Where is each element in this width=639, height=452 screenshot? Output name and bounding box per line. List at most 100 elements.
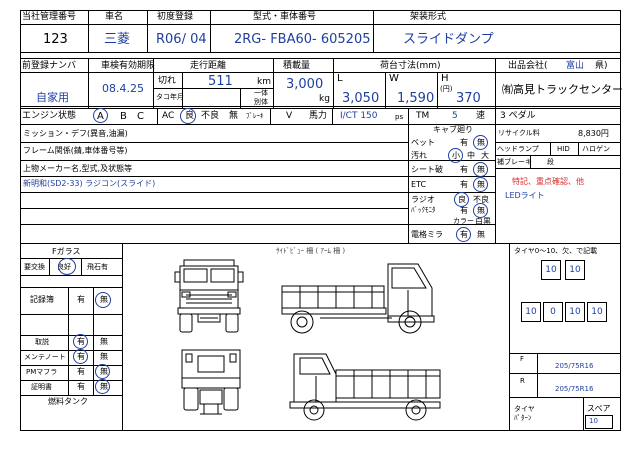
label-inspection: 車検有効期限 — [101, 61, 156, 71]
frame-bottom — [20, 430, 621, 431]
cab-title: キャブ廻り — [433, 125, 473, 134]
vline — [437, 72, 438, 108]
vline — [88, 58, 89, 108]
label-record: 記録簿 — [30, 295, 54, 304]
label-seller-suffix: 県) — [595, 61, 608, 71]
truck-side-dump-icon — [281, 263, 435, 334]
label-maint: メンテノート — [24, 353, 66, 361]
vline — [122, 243, 123, 431]
circle-mark — [95, 364, 110, 379]
label-ac: AC — [162, 111, 175, 121]
vline — [373, 10, 374, 53]
vline — [332, 108, 333, 124]
hline — [408, 176, 495, 177]
hline — [408, 192, 495, 193]
hline — [408, 224, 495, 225]
vline — [530, 155, 531, 168]
label-fglass: Fガラス — [52, 247, 81, 256]
hline — [20, 350, 122, 351]
ac-bad: 不良 — [201, 111, 220, 121]
special-title: 特記、重点確認、他 — [512, 177, 584, 186]
vline — [88, 10, 89, 53]
vline — [49, 258, 50, 275]
hline — [20, 52, 621, 53]
cab-label-color: カラー — [453, 217, 474, 225]
circle-mark — [58, 258, 76, 275]
hline — [20, 243, 621, 244]
hline — [20, 287, 122, 288]
label-frame: フレーム関係(錆,車体番号等) — [23, 146, 128, 155]
body-type-value: スライドダンプ — [403, 32, 494, 47]
tyre-rear-1: 10 — [521, 302, 541, 322]
hline — [20, 395, 122, 396]
label-maker: 車名 — [105, 12, 124, 22]
label-mission: ミッション・デフ(異音,油漏) — [23, 129, 128, 138]
seller-value: ㈲高見トラックセンター — [502, 83, 623, 96]
label-cert: 証明書 — [31, 383, 52, 391]
fglass-replace: 要交換 — [24, 263, 45, 271]
label-pattern: タイヤ — [514, 405, 535, 413]
prev-plate-value: 自家用 — [36, 91, 69, 104]
truck-front-icon — [174, 259, 244, 333]
grade-c: C — [137, 111, 144, 122]
record-yes: 有 — [77, 295, 85, 304]
vline — [509, 243, 510, 431]
vline — [495, 124, 496, 244]
cab-radio-bad: 不良 — [473, 195, 489, 204]
truck-rear-icon — [181, 349, 241, 415]
cab-monitor-yes: 有 — [460, 206, 468, 215]
vline — [93, 287, 94, 395]
fglass-chip: 飛石有 — [87, 263, 108, 271]
label-F: F — [520, 355, 525, 363]
diagram-caption: ｻｲﾄﾞﾋﾞｭｰ 柵 ( ｱｰﾑ 柵 ) — [276, 247, 346, 255]
R-size: 205/75R16 — [555, 385, 594, 393]
label-headlamp: ヘッドランプ — [497, 145, 539, 153]
hline — [20, 380, 122, 381]
label-fuel: 燃料タンク — [48, 397, 88, 406]
label-upper: 上物メーカー名,型式,及状態等 — [23, 164, 133, 173]
vline — [270, 108, 271, 124]
label-V: V — [286, 111, 293, 121]
cab-label-etc: ETC — [411, 180, 427, 189]
cab-label-dirt: 汚れ — [411, 151, 427, 160]
hline — [20, 58, 621, 59]
hline — [495, 155, 621, 156]
manual-no: 無 — [100, 337, 108, 346]
hline — [20, 208, 408, 209]
vline — [408, 108, 409, 124]
label-hp: 馬力 — [309, 111, 328, 121]
hline — [20, 142, 408, 143]
label-engine: エンジン状態 — [22, 111, 77, 121]
frame-right — [620, 10, 621, 431]
cab-etc-yes: 有 — [460, 180, 468, 189]
circle-mark — [473, 203, 488, 218]
vline — [68, 287, 69, 395]
upper-value: 新明和(SD2-33) ラジコン(スライド) — [23, 179, 156, 188]
cab-dirt-mid: 中 — [467, 151, 475, 160]
ict-value: I/CT 150 — [340, 111, 378, 121]
label-mileage: 走行距離 — [190, 61, 227, 71]
hline — [20, 314, 122, 315]
L-value: 3,050 — [342, 91, 380, 106]
label-seller: 出品会社( — [508, 61, 548, 71]
label-mgmt-no: 当社管理番号 — [22, 12, 77, 22]
hline — [495, 142, 621, 143]
vline — [333, 58, 334, 108]
frame-left — [20, 10, 21, 431]
hline — [20, 124, 621, 125]
label-hid: HID — [557, 145, 570, 153]
label-meter: タコ年月 — [156, 93, 184, 101]
hline — [509, 373, 621, 374]
circle-mark — [473, 177, 488, 192]
spare-value: 10 — [589, 417, 598, 425]
cab-label-bed: ベット — [411, 138, 435, 147]
label-L: L — [337, 73, 343, 84]
hline — [20, 72, 621, 73]
hline — [20, 335, 122, 336]
seller-region: 富山 — [566, 61, 585, 71]
mileage-value: 511 — [208, 74, 233, 89]
label-tm: TM — [416, 111, 430, 121]
grade-b: B — [120, 111, 127, 122]
capacity-value: 3,000 — [286, 77, 324, 92]
cab-mirror-no: 無 — [477, 230, 485, 239]
